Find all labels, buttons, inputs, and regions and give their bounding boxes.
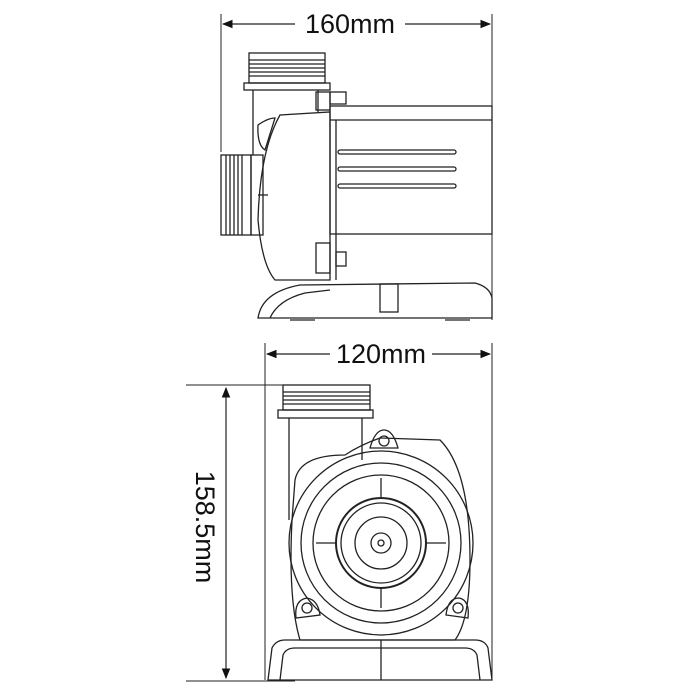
side-width-label: 160mm [305, 9, 395, 39]
front-height-label: 158.5mm [190, 471, 220, 584]
side-view [220, 14, 493, 321]
front-view [186, 343, 493, 682]
front-width-label: 120mm [336, 339, 426, 369]
